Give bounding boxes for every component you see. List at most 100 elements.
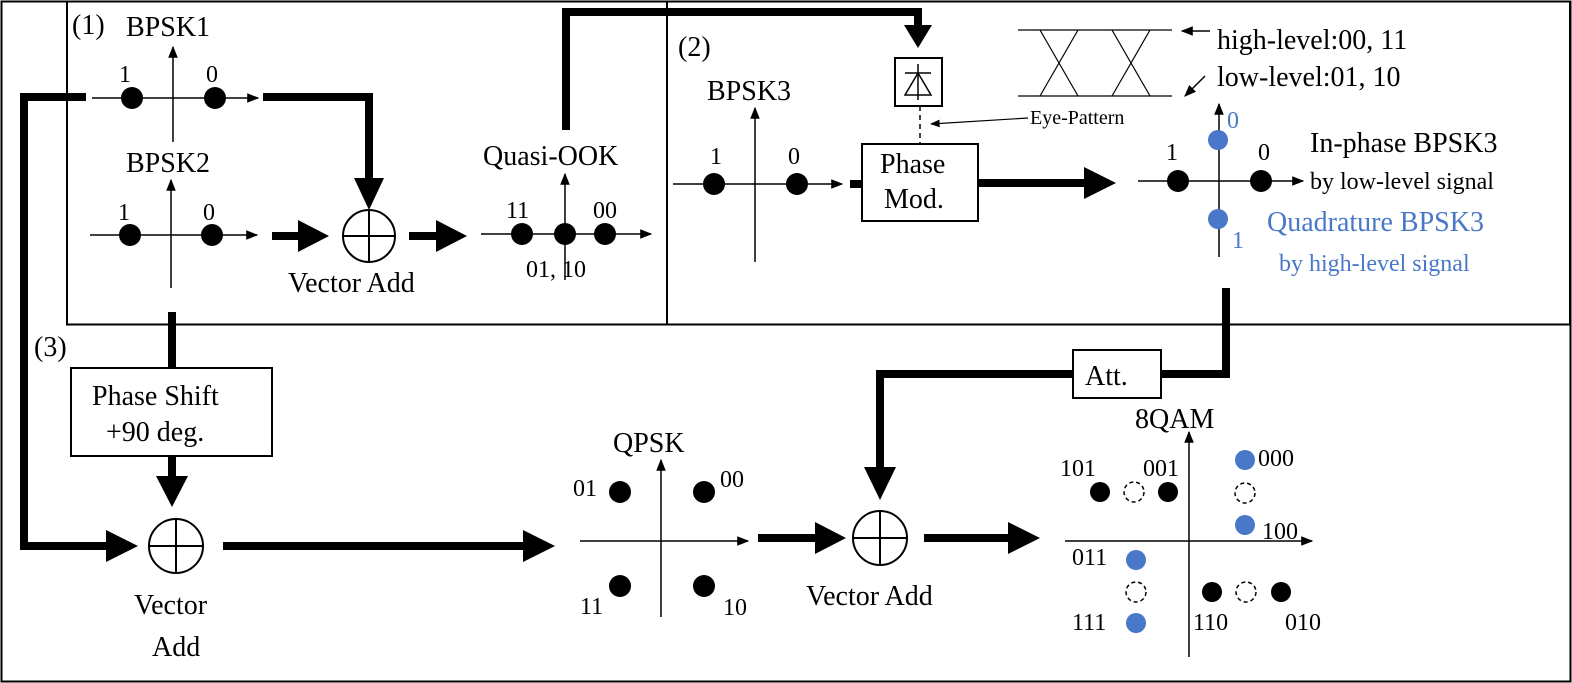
eye-pattern-icon	[1018, 29, 1172, 97]
qpsk-label-10: 10	[723, 595, 747, 621]
section3-number: (3)	[34, 332, 67, 363]
out-to-att-line	[1162, 288, 1230, 378]
bpsk3-label: BPSK3	[707, 76, 791, 107]
8qam-point-001	[1158, 482, 1178, 502]
ook-to-photodiode-arrowhead	[904, 25, 932, 48]
8qam-label-101: 101	[1060, 456, 1096, 482]
8qam-ghost-bottom-right	[1235, 581, 1257, 603]
section2-number: (2)	[678, 32, 711, 63]
8qam-label-001: 001	[1143, 456, 1179, 482]
8qam-point-011	[1126, 550, 1146, 570]
bpsk2-label-1: 1	[118, 200, 130, 226]
low-level-label: low-level:01, 10	[1217, 62, 1401, 93]
eye-pattern-label: Eye-Pattern	[1030, 107, 1124, 129]
out-point-q1	[1208, 209, 1228, 229]
ook-to-photodiode-line	[562, 8, 922, 130]
adder-1	[342, 209, 396, 263]
quadrature-label-1: Quadrature BPSK3	[1267, 207, 1484, 238]
section2-frame	[666, 0, 1571, 326]
8qam-point-111	[1126, 613, 1146, 633]
qpsk-point-10	[693, 575, 715, 597]
adder1-to-ook-arrowhead	[436, 220, 467, 252]
adder4-to-8qam-arrowhead	[1008, 522, 1040, 554]
adder-3	[148, 518, 204, 574]
out-point-0	[1250, 170, 1272, 192]
bpsk1-label-1: 1	[119, 62, 131, 88]
ook-point-00	[594, 223, 616, 245]
quadrature-label-2: by high-level signal	[1279, 251, 1470, 277]
out-label-q1: 1	[1232, 228, 1244, 254]
phase-shift-label-2: +90 deg.	[106, 417, 204, 448]
bpsk1-point-0	[204, 87, 226, 109]
qpsk-label-00: 00	[720, 467, 744, 493]
adder3-to-qpsk-arrowhead	[523, 530, 555, 562]
bpsk1-point-1	[121, 87, 143, 109]
qpsk-point-11	[609, 575, 631, 597]
8qam-ghost-top-right	[1234, 482, 1256, 504]
section1-number: (1)	[72, 10, 105, 41]
qpsk-label-11: 11	[580, 594, 603, 620]
low-level-pointer	[1184, 75, 1206, 97]
eye-pattern-pointer	[930, 117, 1029, 128]
8qam-point-010	[1271, 582, 1291, 602]
bpsk2-to-adder-arrowhead	[298, 220, 329, 252]
bpsk3-point-1	[703, 173, 725, 195]
qpsk-to-adder-arrowhead	[815, 522, 846, 554]
vector-add-label-4: Vector Add	[806, 581, 933, 612]
ook-label-11: 11	[506, 198, 529, 224]
8qam-label: 8QAM	[1135, 404, 1214, 435]
8qam-label-010: 010	[1285, 610, 1321, 636]
adder-4	[852, 510, 908, 566]
vector-add-label-3b: Add	[152, 632, 200, 663]
phase-shift-label-1: Phase Shift	[92, 381, 219, 412]
att-label: Att.	[1085, 361, 1128, 392]
8qam-label-011: 011	[1072, 545, 1107, 571]
8qam-point-000	[1235, 450, 1255, 470]
att-to-adder-line	[876, 370, 1073, 470]
bpsk3-point-0	[786, 173, 808, 195]
8qam-point-110	[1202, 582, 1222, 602]
bpsk3-label-1: 1	[710, 144, 722, 170]
ook-point-11	[511, 223, 533, 245]
qpsk-label-01: 01	[573, 476, 597, 502]
8qam-label-110: 110	[1193, 610, 1228, 636]
bpsk1-label: BPSK1	[126, 12, 210, 43]
out-point-q0	[1208, 130, 1228, 150]
8qam-label-100: 100	[1262, 519, 1298, 545]
ook-label-00: 00	[593, 198, 617, 224]
qpsk-label: QPSK	[613, 428, 685, 459]
8qam-ghost-top-left	[1123, 481, 1145, 503]
phase-mod-label-2: Mod.	[884, 184, 944, 215]
phase-mod-label-1: Phase	[880, 149, 945, 180]
qpsk-point-00	[693, 481, 715, 503]
photodiode-icon	[894, 57, 943, 107]
out-point-1	[1167, 170, 1189, 192]
bpsk3-label-0: 0	[788, 144, 800, 170]
8qam-label-000: 000	[1258, 446, 1294, 472]
out-label-1: 1	[1166, 140, 1178, 166]
high-level-label: high-level:00, 11	[1217, 25, 1407, 56]
out-label-0: 0	[1258, 140, 1270, 166]
mod-to-out-arrowhead	[1084, 167, 1116, 199]
bpsk2-point-1	[119, 224, 141, 246]
bpsk2-label: BPSK2	[126, 148, 210, 179]
bpsk1-to-adder-arrow	[263, 93, 373, 180]
att-box	[1072, 349, 1162, 399]
phase-shift-to-adder-arrowhead	[156, 476, 188, 507]
out-label-q0: 0	[1227, 108, 1239, 134]
bpsk1-to-bottom-adder-line	[20, 93, 110, 550]
phase-mod-box	[861, 143, 979, 222]
inphase-label-1: In-phase BPSK3	[1310, 128, 1497, 159]
8qam-point-100	[1235, 515, 1255, 535]
8qam-label-111: 111	[1072, 610, 1106, 636]
ook-point-0110	[554, 223, 576, 245]
quasi-ook-label: Quasi-OOK	[483, 141, 618, 172]
vector-add-label-1: Vector Add	[288, 268, 415, 299]
bpsk2-label-0: 0	[203, 200, 215, 226]
inphase-label-2: by low-level signal	[1310, 169, 1494, 195]
att-to-adder-arrowhead	[864, 467, 896, 500]
ook-label-0110: 01, 10	[526, 257, 586, 283]
bpsk1-label-0: 0	[206, 62, 218, 88]
qpsk-point-01	[609, 481, 631, 503]
